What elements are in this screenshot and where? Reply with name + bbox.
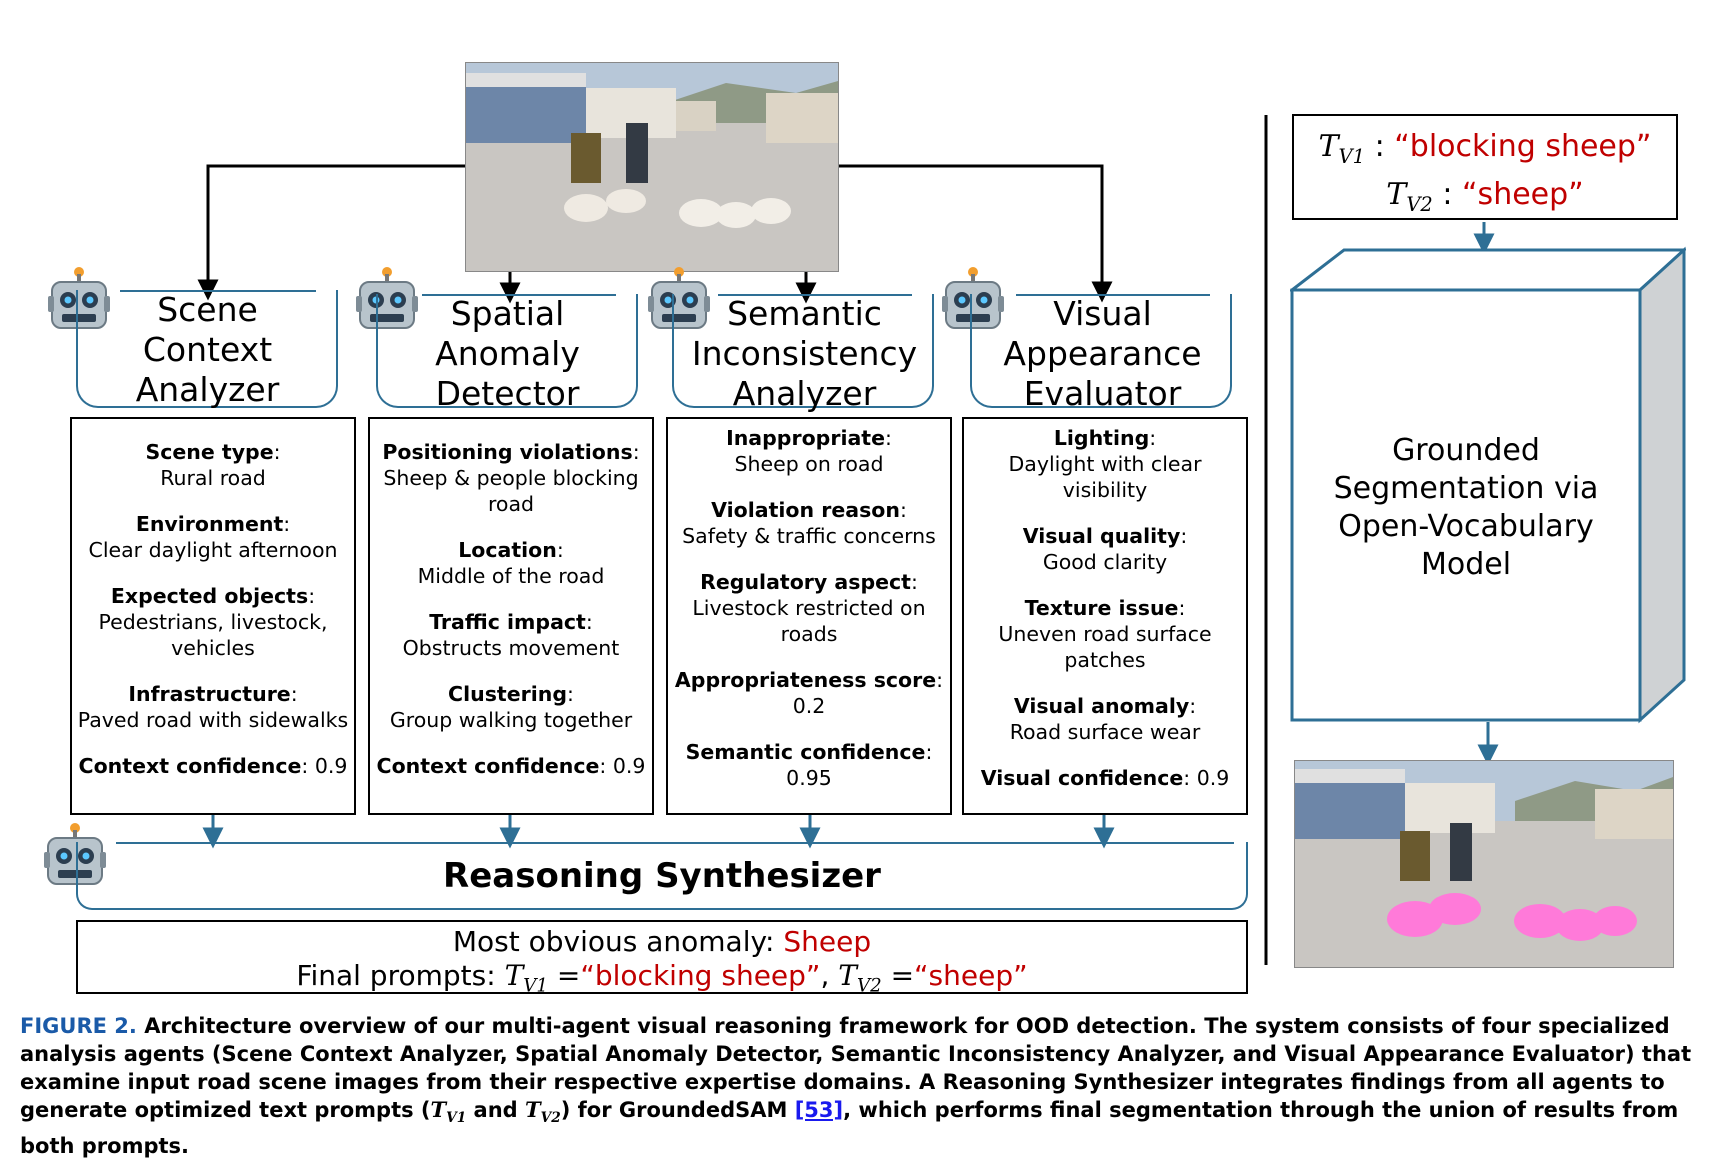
finding-value: Sheep & people blocking road: [383, 466, 639, 516]
caption-text-b: ) for GroundedSAM: [560, 1098, 795, 1122]
finding-value: Uneven road surface patches: [998, 622, 1212, 672]
finding-value: 0.2: [792, 694, 826, 718]
finding-key: Semantic confidence: [685, 740, 926, 764]
findings-box-scene-context: Scene type:Rural road Environment:Clear …: [70, 417, 356, 815]
finding-key: Visual anomaly: [1013, 694, 1190, 718]
finding-key: Scene type: [145, 440, 274, 464]
finding-value: Group walking together: [389, 708, 633, 732]
finding-value: 0.9: [612, 754, 646, 778]
tv1-symbol: TV1: [1318, 129, 1366, 168]
finding-key: Visual quality: [1022, 524, 1181, 548]
finding-key: Context confidence: [376, 754, 600, 778]
finding-key: Positioning violations: [382, 440, 633, 464]
prompt1-value: “blocking sheep”: [1394, 129, 1652, 164]
figure-caption: FIGURE 2. Architecture overview of our m…: [20, 1012, 1710, 1160]
agent-title-box: [376, 294, 638, 408]
equals-sign: =: [890, 959, 915, 992]
finding-key: Environment: [135, 512, 284, 536]
findings-box-visual-appearance: Lighting:Daylight with clear visibility …: [962, 417, 1248, 815]
equals-sign: =: [556, 959, 581, 992]
finding-key: Location: [458, 538, 557, 562]
finding-key: Lighting: [1053, 426, 1150, 450]
input-road-photo: [465, 62, 839, 272]
caption-tv1: TV1: [430, 1097, 467, 1127]
prompts-label: Final prompts: [296, 959, 487, 992]
tv2-symbol: TV2: [1386, 177, 1433, 216]
tv1-symbol: TV1: [504, 959, 548, 997]
finding-value: Clear daylight afternoon: [88, 538, 338, 562]
finding-value: Safety & traffic concerns: [682, 524, 936, 548]
finding-key: Appropriateness score: [674, 668, 937, 692]
synthesizer-box: [76, 842, 1248, 910]
comma: ,: [820, 959, 830, 992]
finding-key: Texture issue: [1024, 596, 1179, 620]
finding-value: Obstructs movement: [402, 636, 620, 660]
agent-title-box: [970, 294, 1232, 408]
finding-value: Daylight with clear visibility: [1008, 452, 1202, 502]
text-prompt-box: TV1 : “blocking sheep” TV2 : “sheep”: [1292, 114, 1678, 220]
finding-key: Infrastructure: [128, 682, 291, 706]
finding-key: Visual confidence: [980, 766, 1184, 790]
anomaly-value: Sheep: [783, 925, 872, 958]
finding-value: Road surface wear: [1009, 720, 1201, 744]
final-output-box: Most obvious anomaly: Sheep Final prompt…: [76, 920, 1248, 997]
finding-key: Context confidence: [78, 754, 302, 778]
finding-value: 0.95: [786, 766, 832, 790]
figure-label: FIGURE 2.: [20, 1014, 137, 1038]
finding-value: Livestock restricted on roads: [692, 596, 926, 646]
finding-value: Middle of the road: [417, 564, 605, 588]
finding-key: Inappropriate: [726, 426, 886, 450]
agent-title-box: [76, 290, 338, 408]
finding-value: Sheep on road: [734, 452, 884, 476]
finding-key: Regulatory aspect: [700, 570, 911, 594]
agent-name-visual-appearance: Visual Appearance Evaluator: [1003, 294, 1202, 413]
agent-name-scene-context: Scene Context Analyzer: [135, 290, 280, 409]
agent-title-box: [672, 294, 934, 408]
findings-box-semantic-inconsistency: Inappropriate:Sheep on road Violation re…: [666, 417, 952, 815]
finding-key: Clustering: [448, 682, 568, 706]
prompts-line: Final prompts: TV1 =“blocking sheep”, TV…: [296, 959, 1028, 997]
model-block: [1290, 246, 1686, 724]
citation-link[interactable]: [53]: [794, 1098, 844, 1122]
caption-and: and: [466, 1098, 526, 1122]
caption-text-a: Architecture overview of our multi-agent…: [20, 1014, 1692, 1122]
prompt2-value: “sheep”: [1462, 177, 1584, 212]
tv2-value: “sheep”: [914, 959, 1028, 992]
finding-value: Paved road with sidewalks: [77, 708, 349, 732]
anomaly-line: Most obvious anomaly: Sheep: [452, 925, 872, 958]
caption-tv2: TV2: [525, 1097, 561, 1127]
tv1-value: “blocking sheep”: [580, 959, 821, 992]
agent-name-spatial-anomaly: Spatial Anomaly Detector: [435, 294, 580, 413]
tv2-symbol: TV2: [838, 959, 882, 997]
finding-key: Traffic impact: [429, 610, 586, 634]
finding-key: Expected objects: [110, 584, 309, 608]
finding-key: Violation reason: [711, 498, 900, 522]
synthesizer-title: Reasoning Synthesizer: [443, 856, 881, 896]
agent-name-semantic-inconsistency: Semantic Inconsistency Analyzer: [691, 294, 918, 413]
model-label: Grounded Segmentation via Open-Vocabular…: [1333, 433, 1599, 582]
finding-value: 0.9: [1196, 766, 1230, 790]
segmentation-result-photo: [1294, 760, 1674, 968]
finding-value: Good clarity: [1042, 550, 1168, 574]
finding-value: Rural road: [160, 466, 266, 490]
finding-value: 0.9: [314, 754, 348, 778]
findings-box-spatial-anomaly: Positioning violations:Sheep & people bl…: [368, 417, 654, 815]
anomaly-label: Most obvious anomaly: [452, 925, 766, 958]
finding-value: Pedestrians, livestock, vehicles: [98, 610, 328, 660]
